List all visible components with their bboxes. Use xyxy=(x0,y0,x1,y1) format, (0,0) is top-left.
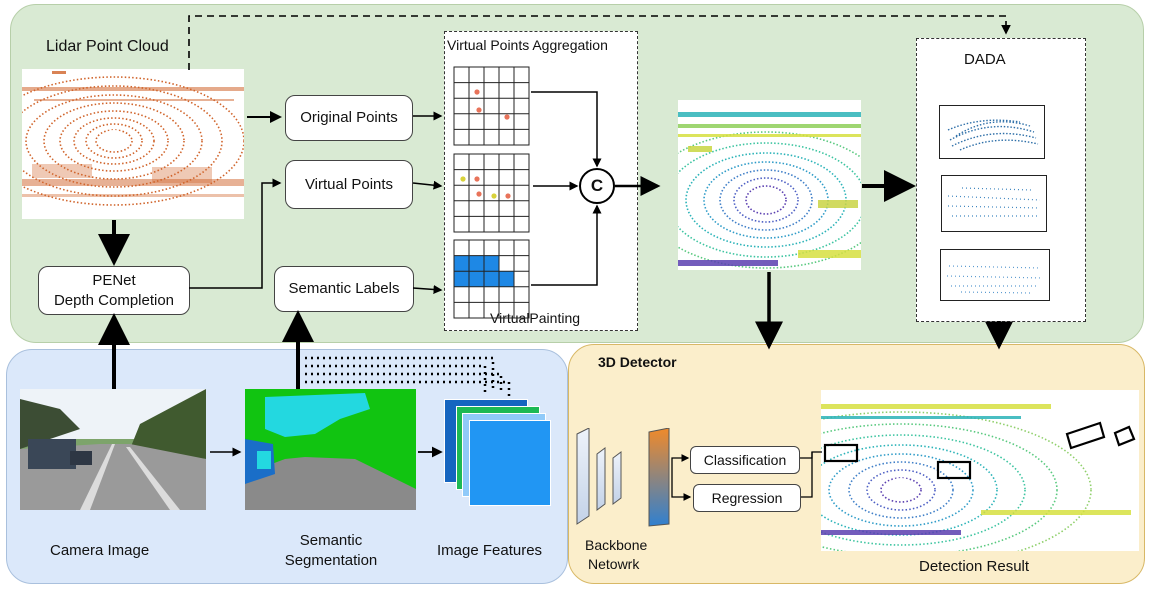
fused-points-graphic xyxy=(678,112,861,269)
image-features-label: Image Features xyxy=(437,542,543,559)
virtual-points-aggregation-label: Virtual Points Aggregation xyxy=(447,37,608,53)
virtual-points-aggregation-panel xyxy=(444,31,638,331)
regression-box: Regression xyxy=(693,484,801,512)
semantic-segmentation-label-line1: Semantic xyxy=(299,532,363,549)
original-points-label: Original Points xyxy=(300,109,398,126)
semantic-labels-box: Semantic Labels xyxy=(274,266,414,312)
virtual-points-label: Virtual Points xyxy=(304,175,394,193)
backbone-network xyxy=(575,427,675,533)
camera-image xyxy=(20,389,206,510)
concat-symbol: C xyxy=(590,176,604,195)
backbone-label-line1: Backbone xyxy=(585,537,648,553)
detection-result-image xyxy=(821,390,1139,551)
penet-box: PENet Depth Completion xyxy=(38,266,190,315)
lidar-point-cloud-image xyxy=(22,69,244,219)
semantic-labels-label: Semantic Labels xyxy=(288,280,400,297)
virtual-painting-label: VirtualPainting xyxy=(490,310,581,326)
semantic-segmentation-image xyxy=(245,389,416,510)
semantic-segmentation-label-line2: Segmentation xyxy=(284,552,378,569)
camera-scene-graphic xyxy=(20,389,206,510)
regression-label: Regression xyxy=(711,490,783,506)
dada-sample-3 xyxy=(940,249,1050,301)
lidar-points-graphic xyxy=(22,71,244,206)
backbone-blocks-graphic xyxy=(576,427,670,527)
detection-points-graphic xyxy=(821,404,1136,551)
backbone-label-line2: Netowrk xyxy=(588,556,640,572)
original-points-box: Original Points xyxy=(285,95,413,141)
dada-label: DADA xyxy=(964,51,1006,68)
detection-result-label: Detection Result xyxy=(919,558,1030,575)
penet-label-line2: Depth Completion xyxy=(53,291,175,309)
feature-map-4 xyxy=(469,420,551,506)
camera-image-label: Camera Image xyxy=(50,542,150,559)
dada-sample-2-graphic xyxy=(947,187,1041,217)
dada-sample-2 xyxy=(941,175,1047,232)
classification-box: Classification xyxy=(690,446,800,474)
detector-title: 3D Detector xyxy=(598,354,677,370)
dada-sample-3-graphic xyxy=(946,265,1044,294)
fused-point-cloud-image xyxy=(678,100,861,270)
lidar-point-cloud-label: Lidar Point Cloud xyxy=(46,38,169,55)
segmentation-map-graphic xyxy=(245,389,416,510)
classification-label: Classification xyxy=(703,452,787,468)
penet-label-line1: PENet xyxy=(92,271,136,289)
dada-sample-1-graphic xyxy=(947,119,1039,151)
virtual-points-box: Virtual Points xyxy=(285,160,413,209)
dada-sample-1 xyxy=(939,105,1045,159)
